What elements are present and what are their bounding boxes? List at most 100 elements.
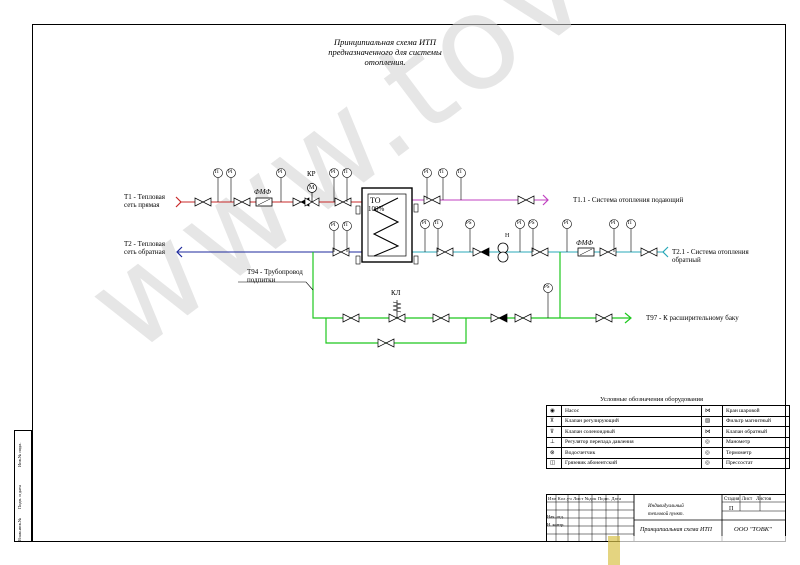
gauge-pi-label: PI — [228, 170, 233, 175]
t1-inlet-arrow — [175, 196, 182, 208]
solenoid-valve-symbol-icon: ⊽ — [546, 426, 562, 438]
gauge-ps-label: PS — [544, 285, 550, 290]
gauge-ti-6 — [433, 219, 443, 229]
gauge-ps-3 — [543, 283, 553, 293]
gauge-ti-label: TI — [214, 170, 219, 175]
gauge-ti-4 — [438, 168, 448, 178]
pump-label: Н — [505, 233, 510, 239]
gauge-pi-label: PI — [331, 170, 336, 175]
gauge-pi-label: PI — [278, 170, 283, 175]
heat-exchanger-inner — [367, 193, 407, 257]
stamp-headers: Изм Кол.уч Лист №док Подп. Дата — [548, 496, 622, 501]
heat-exchanger-capacity: 100% — [368, 205, 385, 213]
ball-valve-t2-1 — [332, 247, 350, 257]
gauge-pi-label: PI — [424, 170, 429, 175]
instruments — [213, 168, 636, 318]
ball-valve-t1-2 — [233, 197, 251, 207]
water-meter-symbol-icon: ⊗ — [546, 447, 562, 459]
ball-valve-t1-1 — [194, 197, 212, 207]
side-stamp-1: Инв.№ подл. — [17, 442, 22, 467]
legend-row: ⊗Водосчетчик◎Термометр — [546, 447, 790, 459]
gauge-pi-7 — [515, 219, 525, 229]
gauge-pi-3 — [329, 168, 339, 178]
manometer-taps — [355, 203, 419, 265]
gauge-ps-label: PS — [466, 221, 472, 226]
t11-arrow — [542, 194, 549, 206]
gauge-pi-9 — [609, 219, 619, 229]
legend-row: ⊽Клапан соленоидный⋈Клапан обратный — [546, 426, 790, 438]
gauge-ti-5 — [456, 168, 466, 178]
control-valve-label: КР — [307, 170, 316, 178]
solenoid-valve-kl — [388, 300, 406, 323]
stamp-row-2: Н. контр. — [547, 522, 565, 527]
pipe-t94 — [312, 252, 630, 319]
control-valve-symbol-icon: ⊼ — [546, 415, 562, 427]
stamp-stage-head: Стадия Лист Листов — [724, 497, 772, 502]
heat-exchanger-label: ТО — [370, 196, 381, 205]
manometer-symbol-icon: ◎ — [701, 436, 723, 448]
gauge-pi-label: PI — [564, 221, 569, 226]
t2-outlet-arrow — [176, 246, 183, 258]
pump-2-icon — [497, 251, 509, 263]
stamp-row-1: Нач. отд. — [547, 514, 565, 519]
gauge-ti-7 — [626, 219, 636, 229]
site-logo-strip — [608, 536, 800, 565]
gauge-ti-label: TI — [343, 223, 348, 228]
ball-valve-t21-3 — [599, 247, 617, 257]
gauge-ti-3 — [342, 221, 352, 231]
legend-table: ◉Насос⋈Кран шаровой ⊼Клапан регулирующий… — [546, 405, 790, 469]
ball-valve-bypass — [377, 338, 395, 348]
legend-row: ⊥Регулятор перепада давления◎Манометр — [546, 436, 790, 448]
t21-arrow — [662, 246, 669, 258]
title-line-3: отопления. — [364, 57, 406, 67]
gauge-ti-label: TI — [627, 221, 632, 226]
gauge-pi-8 — [562, 219, 572, 229]
bypass-line — [325, 318, 467, 344]
gauge-pi-label: PI — [422, 221, 427, 226]
side-stamp: Инв.№ подл. Подп. и дата Взам.инв.№ — [14, 430, 32, 542]
legend-row: ◉Насос⋈Кран шаровой — [546, 405, 790, 417]
control-valve-t1 — [304, 183, 320, 207]
gauge-ti-2 — [342, 168, 352, 178]
ball-valve-symbol-icon: ⋈ — [701, 405, 723, 417]
ball-valve-m-2 — [432, 313, 450, 323]
legend-title: Условные обозначения оборудования — [600, 396, 704, 403]
stamp-company: ООО "ТОВК" — [734, 526, 772, 533]
stamp-doc-name: Принципиальная схема ИТП — [640, 527, 713, 533]
gauge-pi-4 — [329, 221, 339, 231]
ball-valve-t11-2 — [517, 195, 535, 205]
pump-1-icon — [497, 242, 509, 254]
gauge-pi-6 — [420, 219, 430, 229]
gauge-pi-label: PI — [331, 223, 336, 228]
pressostat-symbol-icon: ◎ — [701, 457, 723, 469]
pipe-t97-label: Т97 - К расширительному баку — [646, 314, 739, 322]
filter-label-2: ФМФ — [576, 239, 593, 247]
ball-valve-m-1 — [342, 313, 360, 323]
gauge-ti-label: TI — [434, 221, 439, 226]
check-valve-m — [490, 313, 508, 323]
gauge-pi-5 — [422, 168, 432, 178]
title-line-2: предназначенного для системы — [328, 47, 442, 57]
gauge-ti-label: TI — [457, 170, 462, 175]
gauge-ps-1 — [465, 219, 475, 229]
heat-exchanger-coil — [372, 197, 400, 257]
gauge-pi-1 — [226, 168, 236, 178]
gauge-pi-label: PI — [611, 221, 616, 226]
gauge-pi-2 — [276, 168, 286, 178]
title-block — [546, 494, 786, 542]
thermometer-symbol-icon: ◎ — [701, 447, 723, 459]
side-stamp-3: Взам.инв.№ — [17, 517, 22, 541]
legend-row: ◫Грязевик абонентский◎Прессостат — [546, 457, 790, 469]
gauge-ps-2 — [528, 219, 538, 229]
magnetic-filter-symbol-icon: ▨ — [701, 415, 723, 427]
gauge-ti-label: TI — [439, 170, 444, 175]
ball-valve-t21-4 — [640, 247, 658, 257]
ball-valve-m-4 — [595, 313, 613, 323]
gauge-pi-label: PI — [517, 221, 522, 226]
filter-label-1: ФМФ — [254, 188, 271, 196]
